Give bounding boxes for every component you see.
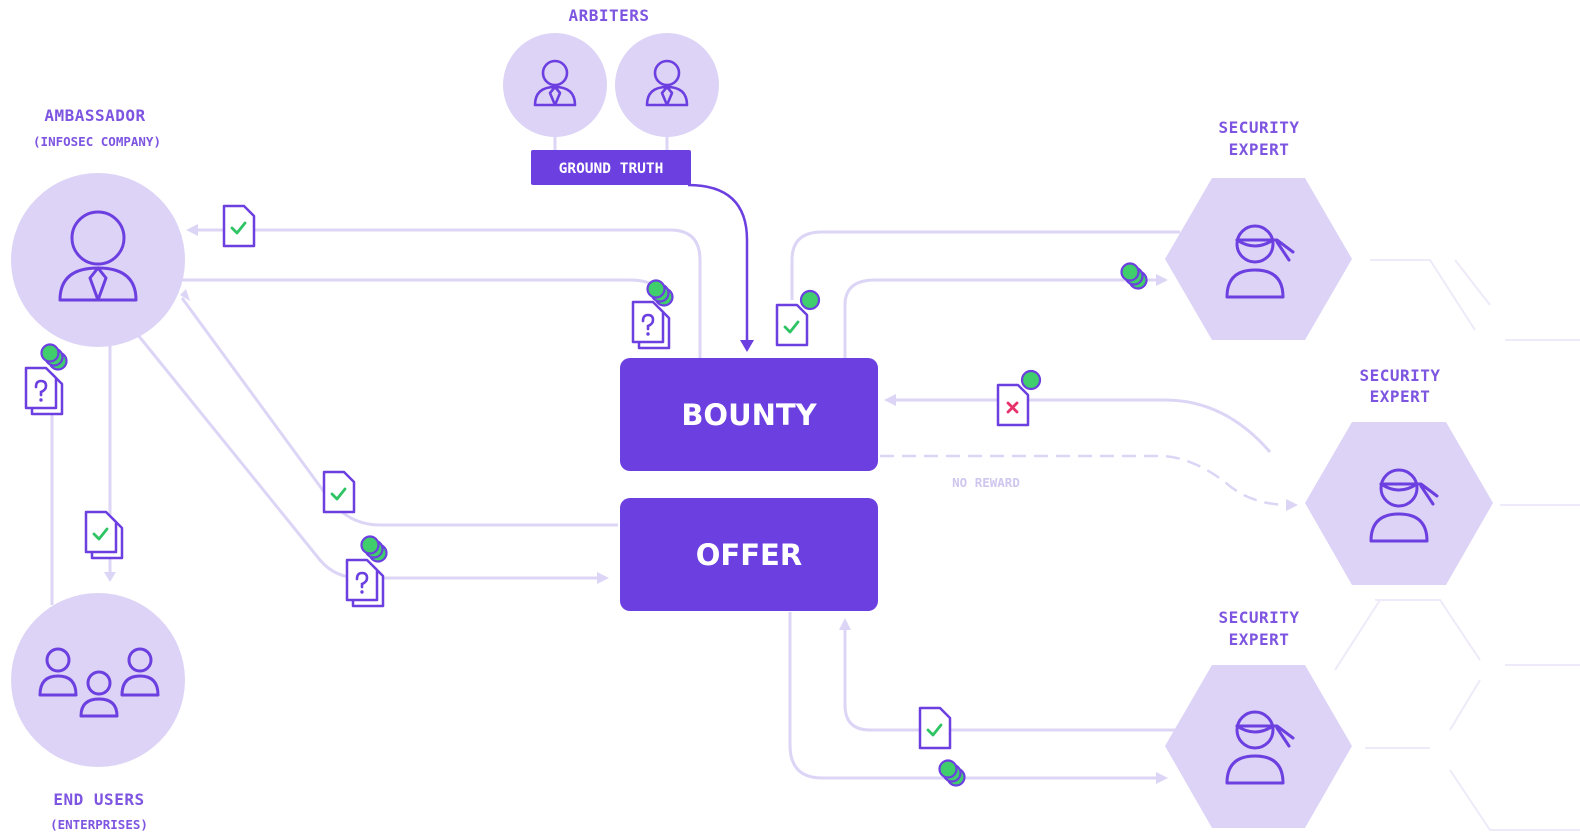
expert-label-line2: EXPERT (1229, 140, 1290, 159)
ambassador-sublabel: (INFOSEC COMPANY) (33, 134, 161, 149)
security-expert-node (1165, 178, 1352, 340)
bounty-box: BOUNTY (620, 358, 878, 471)
arbiters-label: ARBITERS (568, 6, 649, 25)
ambassador-label: AMBASSADOR (44, 106, 145, 125)
arbiter-node (503, 33, 607, 137)
approved-document-icon (222, 204, 256, 248)
ambassador-submission-token (24, 343, 68, 416)
no-reward-label: NO REWARD (952, 475, 1020, 490)
approved-document-stack-icon (84, 510, 124, 560)
coin-stack-icon (1120, 262, 1148, 290)
expert-label-line1: SECURITY (1218, 118, 1299, 137)
offer-submission-token (345, 535, 388, 608)
bounty-submission-token (631, 279, 674, 350)
svg-text:GROUND TRUTH: GROUND TRUTH (559, 161, 664, 177)
group-icon (38, 647, 160, 718)
coin-stack-icon (360, 535, 388, 563)
end-users-node (11, 593, 185, 767)
approved-document-icon (918, 706, 952, 750)
expert-label-line1: SECURITY (1218, 608, 1299, 627)
arbiter-node (615, 33, 719, 137)
svg-text:OFFER: OFFER (696, 538, 802, 572)
security-expert-node (1305, 422, 1493, 585)
expert-label-line2: EXPERT (1229, 630, 1290, 649)
ground-truth-tag: GROUND TRUTH (531, 150, 691, 185)
expert-rejected-token (996, 369, 1042, 427)
person-icon (58, 210, 138, 302)
coin-stack-icon (938, 759, 966, 787)
end-users-label: END USERS (53, 790, 144, 809)
offer-box: OFFER (620, 498, 878, 611)
end-users-sublabel: (ENTERPRISES) (50, 817, 148, 832)
security-expert-node (1165, 665, 1352, 828)
coin-stack-icon (40, 343, 68, 371)
ambassador-node (11, 173, 185, 347)
expert-label-line2: EXPERT (1370, 387, 1431, 406)
ground-truth-arrow (687, 183, 749, 342)
approved-document-icon (322, 470, 356, 514)
svg-text:BOUNTY: BOUNTY (681, 398, 817, 432)
expert-approved-token (775, 289, 821, 347)
flow-lines (50, 135, 1298, 784)
expert-label-line1: SECURITY (1359, 366, 1440, 385)
